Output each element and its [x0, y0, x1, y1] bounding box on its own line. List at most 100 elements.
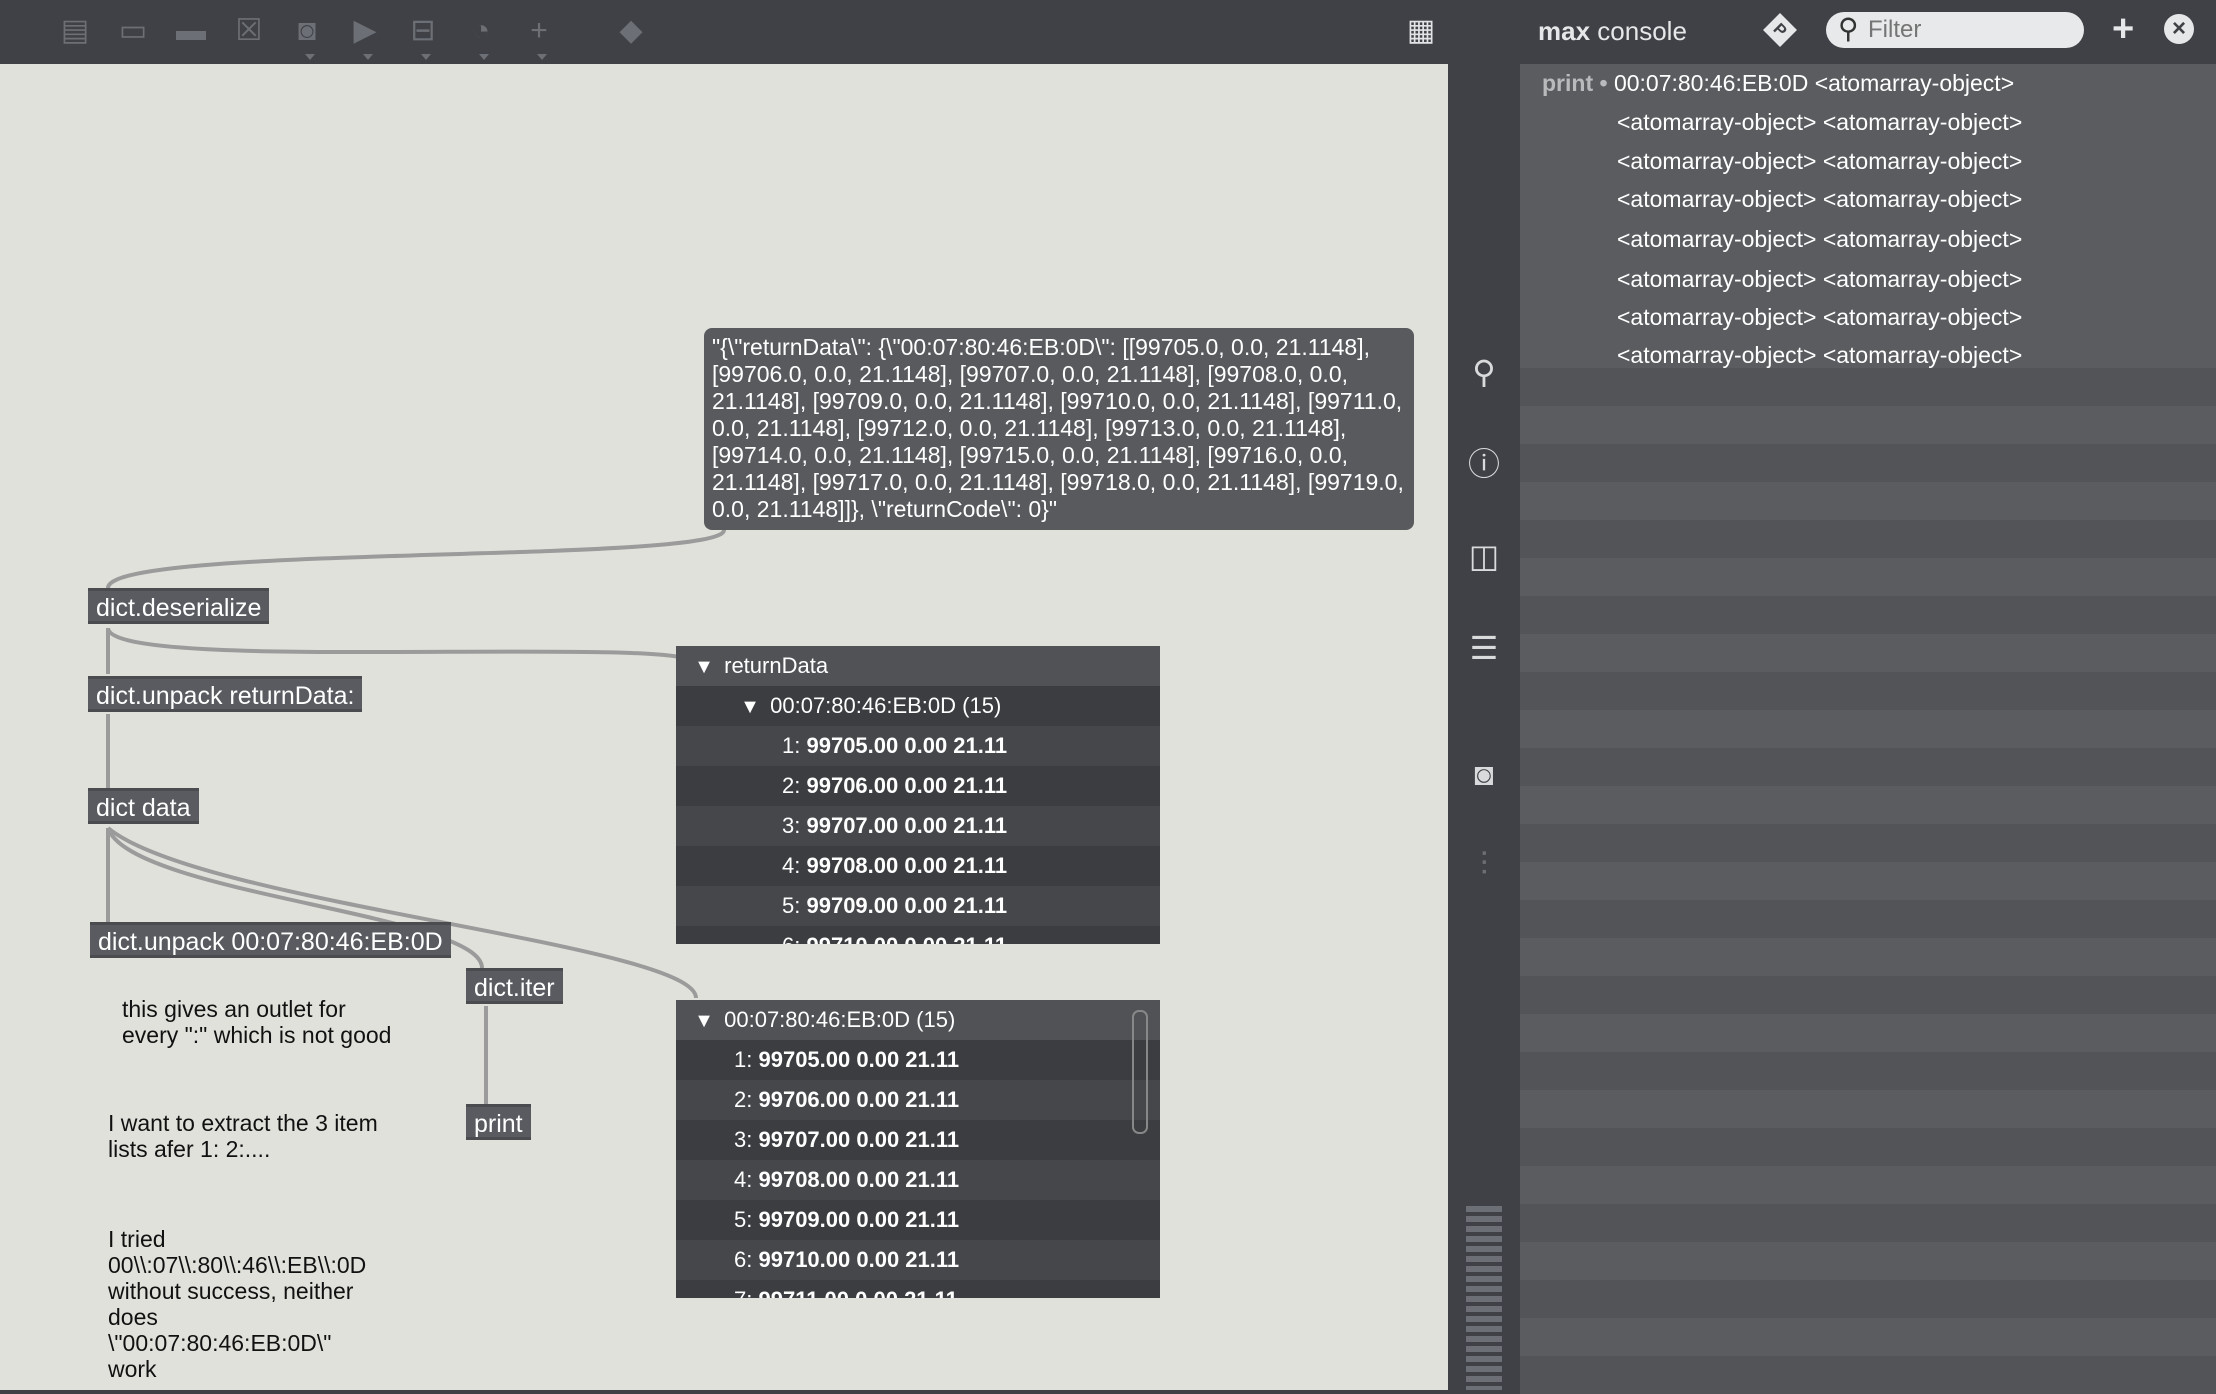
comment-outlet-note: this gives an outlet for every ":" which…	[122, 996, 392, 1048]
search-icon[interactable]: ⚲	[1472, 354, 1496, 390]
row-value: 99711.00 0.00 21.11	[758, 1287, 957, 1298]
console-message[interactable]: <atomarray-object> <atomarray-object>	[1617, 342, 2023, 368]
console-message[interactable]: <atomarray-object> <atomarray-object>	[1617, 304, 2023, 330]
dict-data-object[interactable]: dict data	[88, 788, 199, 824]
comment-icon[interactable]: ▬	[176, 14, 206, 47]
button-icon[interactable]: ◙	[290, 14, 324, 60]
dict-root-key: returnData	[724, 653, 829, 678]
dict-deserialize-object[interactable]: dict.deserialize	[88, 588, 270, 624]
console-message[interactable]: print • 00:07:80:46:EB:0D <atomarray-obj…	[1542, 70, 2014, 97]
audio-level-meter	[1466, 1206, 1502, 1390]
row-value: 99706.00 0.00 21.11	[806, 773, 1008, 798]
cable-deserialize-to-dictview1	[106, 627, 698, 666]
row-index: 3:	[734, 1127, 753, 1152]
dict-unpack-returndata-object[interactable]: dict.unpack returnData:	[88, 676, 363, 712]
patcher-canvas[interactable]: "{\"returnData\": {\"00:07:80:46:EB:0D\"…	[0, 64, 1448, 1390]
json-message-box[interactable]: "{\"returnData\": {\"00:07:80:46:EB:0D\"…	[704, 328, 1414, 530]
list-item[interactable]: 2: 99706.00 0.00 21.11	[676, 766, 1160, 806]
console-rows-background	[1520, 64, 2216, 1394]
play-icon[interactable]: ▶	[348, 14, 382, 60]
disclosure-triangle-icon[interactable]: ▼	[694, 656, 714, 678]
add-icon[interactable]: +	[2112, 8, 2135, 50]
row-value: 99705.00 0.00 21.11	[758, 1047, 960, 1072]
snapshot-camera-icon[interactable]: ◙	[1474, 756, 1494, 792]
plus-icon[interactable]: +	[522, 14, 556, 60]
list-item[interactable]: 6: 99710.00 0.00 21.11	[676, 926, 1160, 944]
print-object[interactable]: print	[466, 1104, 531, 1140]
console-title-bold: max	[1538, 16, 1591, 46]
list-item[interactable]: 4: 99708.00 0.00 21.11	[676, 846, 1160, 886]
list-item[interactable]: 4: 99708.00 0.00 21.11	[676, 1160, 1160, 1200]
disclosure-triangle-icon[interactable]: ▼	[740, 696, 760, 718]
cable-dictdata-to-dictview2	[106, 826, 698, 999]
row-index: 4:	[734, 1167, 753, 1192]
row-value: 99708.00 0.00 21.11	[758, 1167, 960, 1192]
row-index: 1:	[734, 1047, 753, 1072]
object-box-icon[interactable]: ▤	[60, 14, 90, 47]
row-value: 99706.00 0.00 21.11	[758, 1087, 960, 1112]
console-message[interactable]: <atomarray-object> <atomarray-object>	[1617, 226, 2023, 252]
toggle-x-icon[interactable]: ☒	[235, 14, 263, 47]
paint-bucket-icon[interactable]: ◆	[619, 14, 643, 47]
row-index: 6:	[782, 933, 800, 944]
mixer-icon[interactable]: ⫶	[1479, 846, 1488, 882]
dict-view-key-row[interactable]: ▼ 00:07:80:46:EB:0D (15)	[676, 1000, 1160, 1040]
grid-icon[interactable]: ▦	[1406, 14, 1436, 47]
row-index: 7:	[734, 1287, 752, 1298]
dict-view-root-row[interactable]: ▼ returnData	[676, 646, 1160, 686]
list-item[interactable]: 7: 99711.00 0.00 21.11	[676, 1280, 1160, 1298]
row-index: 5:	[782, 893, 801, 918]
dict-view-mac[interactable]: ▼ 00:07:80:46:EB:0D (15) 1: 99705.00 0.0…	[676, 1000, 1160, 1298]
row-value: 99710.00 0.00 21.11	[758, 1247, 960, 1272]
dict-view-key-row[interactable]: ▼ 00:07:80:46:EB:0D (15)	[676, 686, 1160, 726]
row-value: 99709.00 0.00 21.11	[758, 1207, 960, 1232]
console-header: max console P ⚲ + ×	[1520, 0, 2216, 64]
console-title-rest: console	[1597, 16, 1687, 46]
console-text: 00:07:80:46:EB:0D <atomarray-object>	[1613, 70, 2015, 96]
row-index: 5:	[734, 1207, 753, 1232]
list-item[interactable]: 2: 99706.00 0.00 21.11	[676, 1080, 1160, 1120]
console-filter-input[interactable]	[1826, 12, 2084, 48]
row-index: 1:	[782, 733, 801, 758]
list-item[interactable]: 1: 99705.00 0.00 21.11	[676, 726, 1160, 766]
clear-console-icon[interactable]: ×	[2164, 14, 2194, 44]
console-message[interactable]: <atomarray-object> <atomarray-object>	[1617, 148, 2023, 174]
dial-icon[interactable]: ◔	[464, 14, 498, 60]
list-item[interactable]: 6: 99710.00 0.00 21.11	[676, 1240, 1160, 1280]
dict-view-returndata[interactable]: ▼ returnData ▼ 00:07:80:46:EB:0D (15) 1:…	[676, 646, 1160, 944]
row-value: 99710.00 0.00 21.11	[806, 933, 1007, 944]
list-item[interactable]: 3: 99707.00 0.00 21.11	[676, 806, 1160, 846]
row-index: 2:	[782, 773, 801, 798]
search-icon: ⚲	[1838, 13, 1859, 44]
list-item[interactable]: 1: 99705.00 0.00 21.11	[676, 1040, 1160, 1080]
row-index: 4:	[782, 853, 801, 878]
row-index: 3:	[782, 813, 801, 838]
dict-iter-object[interactable]: dict.iter	[466, 968, 563, 1004]
cable-dictdata-to-dictiter	[106, 827, 484, 969]
list-icon[interactable]: ☰	[1469, 630, 1499, 666]
patcher-toolbar: ▤ ▭ ▬ ☒ ◙ ▶ ⊟ ◔ + ◆ ▦	[0, 0, 1448, 64]
row-value: 99709.00 0.00 21.11	[806, 893, 1008, 918]
message-box-icon[interactable]: ▭	[118, 14, 148, 47]
max-console: max console P ⚲ + × print • 00:07:80:46:…	[1520, 0, 2216, 1394]
disclosure-triangle-icon[interactable]: ▼	[694, 1010, 714, 1032]
slider-icon[interactable]: ⊟	[406, 14, 440, 60]
dict-view-scrollbar[interactable]	[1132, 1010, 1148, 1134]
row-value: 99707.00 0.00 21.11	[758, 1127, 960, 1152]
list-item[interactable]: 5: 99709.00 0.00 21.11	[676, 1200, 1160, 1240]
list-item[interactable]: 5: 99709.00 0.00 21.11	[676, 886, 1160, 926]
list-item[interactable]: 3: 99707.00 0.00 21.11	[676, 1120, 1160, 1160]
row-value: 99708.00 0.00 21.11	[806, 853, 1008, 878]
comment-tried-note: I tried 00\\:07\\:80\\:46\\:EB\\:0D with…	[108, 1226, 367, 1382]
pin-icon[interactable]: P	[1763, 13, 1797, 47]
row-value: 99707.00 0.00 21.11	[806, 813, 1008, 838]
row-index: 6:	[734, 1247, 753, 1272]
info-icon[interactable]: ⓘ	[1467, 446, 1500, 482]
dict-unpack-mac-object[interactable]: dict.unpack 00:07:80:46:EB:0D	[90, 922, 451, 958]
console-message[interactable]: <atomarray-object> <atomarray-object>	[1617, 109, 2023, 135]
console-title: max console	[1538, 16, 1687, 47]
reference-book-icon[interactable]: ◫	[1468, 538, 1500, 574]
console-message[interactable]: <atomarray-object> <atomarray-object>	[1617, 266, 2023, 292]
cable-message-to-deserialize	[106, 528, 726, 589]
console-message[interactable]: <atomarray-object> <atomarray-object>	[1617, 186, 2023, 212]
